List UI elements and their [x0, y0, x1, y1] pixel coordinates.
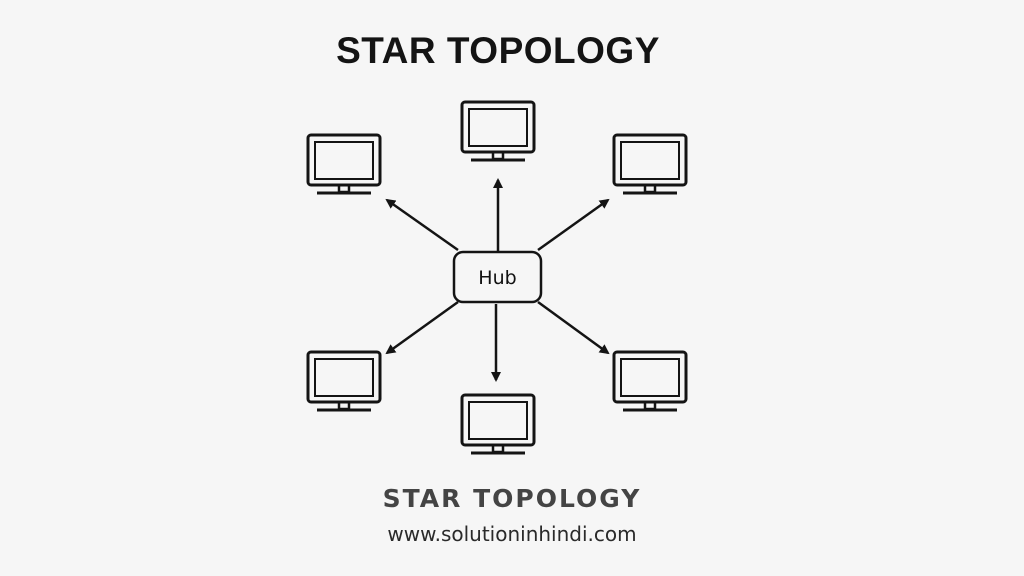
connections: [385, 178, 610, 382]
monitor-icon: [306, 350, 382, 412]
connection-bottom-right: [537, 300, 610, 355]
monitor-icon: [612, 133, 688, 195]
monitor-icon: [612, 350, 688, 412]
computer-bottom-right: [612, 350, 688, 412]
computer-top-right: [612, 133, 688, 195]
monitor-icon: [460, 393, 536, 455]
hub-box: [452, 250, 543, 304]
connection-bottom-left: [385, 300, 459, 355]
hub-label: Hub: [478, 267, 516, 289]
website-url: www.solutioninhindi.com: [387, 522, 637, 546]
connection-top-left: [385, 198, 459, 252]
monitor-icon: [460, 100, 536, 162]
computer-bottom-left: [306, 350, 382, 412]
computer-top-left: [306, 133, 382, 195]
caption: STAR TOPOLOGY: [382, 484, 642, 513]
monitor-icon: [306, 133, 382, 195]
computer-bottom: [460, 393, 536, 455]
connection-top-right: [537, 198, 610, 252]
hub-node: Hub: [452, 250, 543, 304]
computer-top: [460, 100, 536, 162]
page-title: STAR TOPOLOGY: [336, 30, 660, 71]
